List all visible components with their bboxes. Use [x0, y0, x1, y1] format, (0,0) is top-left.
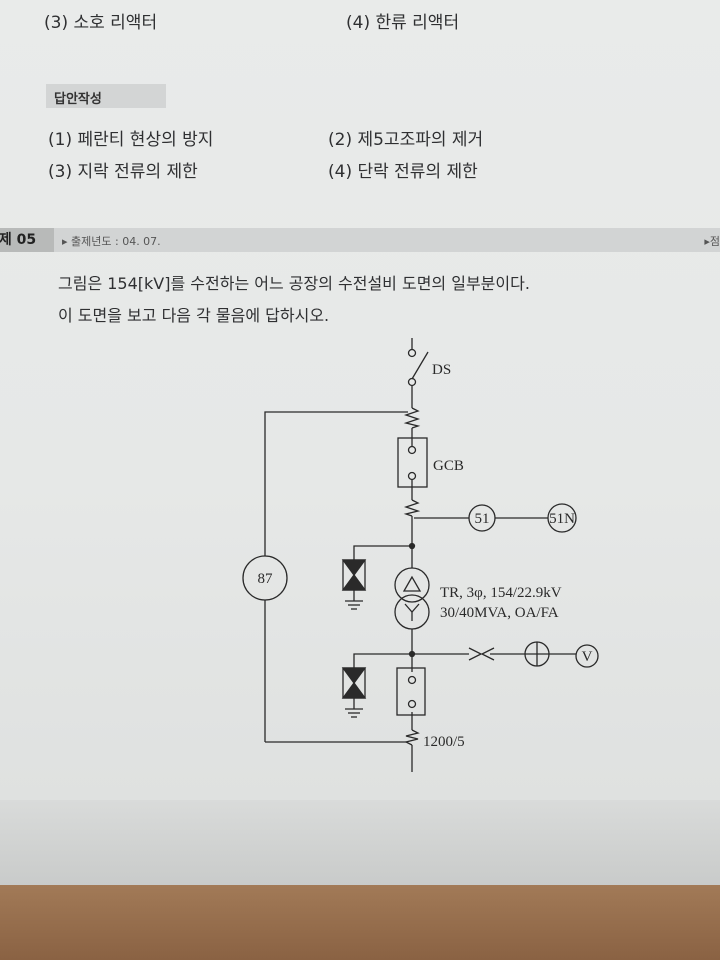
prev-option-3: (3) 소호 리액터: [44, 13, 158, 33]
diff-wire-top: [264, 411, 408, 556]
voltmeter-label: V: [582, 649, 593, 665]
question-number: 문제 05: [0, 228, 54, 252]
disconnect-switch-icon: [407, 348, 429, 387]
transformer-icon: [394, 567, 430, 630]
lower-breaker-icon: [396, 667, 426, 716]
relay-87-label: 87: [258, 571, 274, 587]
answer-section-title: 답안작성: [54, 92, 102, 107]
lightning-arrester-lower-icon: [341, 667, 367, 718]
question-header-bar: 문제 05 ▸ 출제년도 : 04. 07. ▸점: [0, 228, 720, 252]
transformer-spec-line1: TR, 3φ, 154/22.9kV: [440, 585, 562, 601]
transformer-spec-line2: 30/40MVA, OA/FA: [440, 605, 559, 621]
voltmeter-switch-icon: [524, 641, 550, 667]
potential-transformer-icon: [468, 647, 495, 661]
answer-item-2: (2) 제5고조파의 제거: [328, 130, 484, 150]
ct-top-icon: [403, 407, 421, 429]
ct-ratio-label: 1200/5: [423, 734, 465, 750]
answer-item-1: (1) 페란티 현상의 방지: [48, 130, 214, 150]
prev-option-4: (4) 한류 리액터: [346, 13, 460, 33]
answer-item-4: (4) 단락 전류의 제한: [328, 162, 478, 182]
textbook-page: [0, 0, 720, 800]
voltmeter-icon: [575, 644, 599, 668]
answer-item-3: (3) 지락 전류의 제한: [48, 162, 198, 182]
relay-51n-icon: [547, 503, 577, 533]
ct-relay-icon: [403, 499, 421, 517]
relay-51-label: 51: [475, 511, 490, 527]
question-line-2: 이 도면을 보고 다음 각 물음에 답하시오.: [58, 306, 330, 325]
relay-51n-label: 51N: [549, 511, 575, 527]
question-line-1: 그림은 154[kV]를 수전하는 어느 공장의 수전설비 도면의 일부분이다.: [58, 274, 530, 293]
lightning-arrester-upper-icon: [341, 559, 367, 610]
page-edge: [0, 800, 720, 885]
gcb-breaker-icon: [397, 437, 428, 488]
question-year: ▸ 출제년도 : 04. 07.: [62, 235, 161, 248]
answer-section-badge: 답안작성: [46, 84, 166, 108]
gcb-label: GCB: [433, 458, 464, 474]
ct-bottom-icon: [404, 729, 420, 746]
wooden-desk: [0, 885, 720, 960]
ds-label: DS: [432, 362, 451, 378]
question-right-marker: ▸점: [704, 235, 720, 248]
